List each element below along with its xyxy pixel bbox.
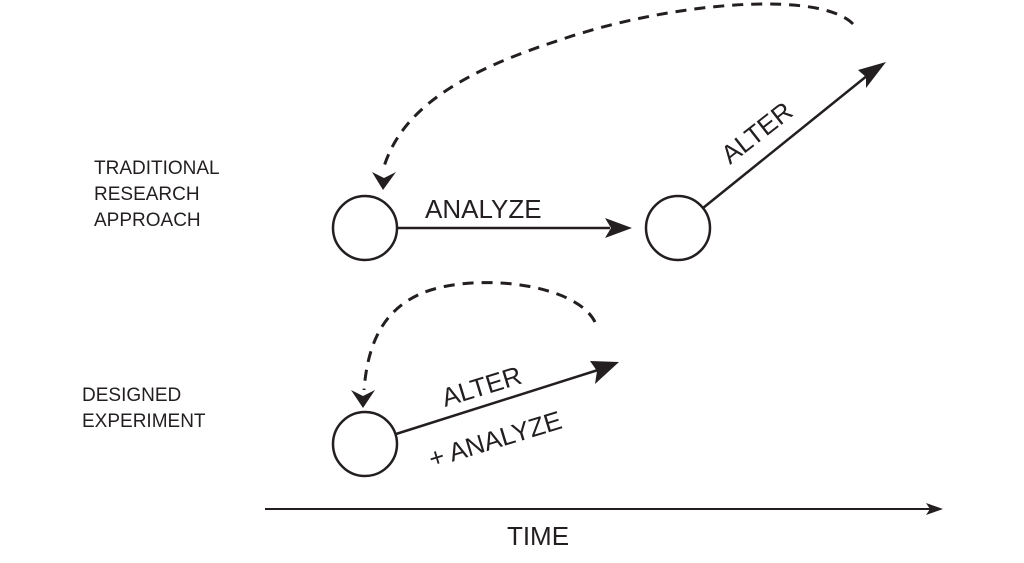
designed-start-node [331,410,399,478]
designed-alter-label: ALTER [438,360,525,413]
traditional-second-node [644,194,712,262]
designed-alter-arrowhead [590,361,619,384]
traditional-label-line-2: RESEARCH [94,184,200,205]
traditional-label-line-3: APPROACH [94,210,201,231]
traditional-start-node [331,194,399,262]
time-axis: TIME [265,503,943,551]
traditional-row: TRADITIONAL RESEARCH APPROACH ANALYZE AL… [94,2,886,262]
traditional-alter-label: ALTER [715,96,798,170]
analyze-arrowhead [605,218,632,238]
traditional-feedback-loop [381,2,855,171]
designed-row-label: DESIGNED EXPERIMENT [82,385,206,432]
traditional-feedback-arrowhead [372,172,396,190]
traditional-alter-arrowhead [858,62,886,88]
designed-analyze-label: + ANALYZE [425,405,565,474]
designed-label-line-2: EXPERIMENT [82,411,206,432]
designed-label-line-1: DESIGNED [82,385,181,406]
traditional-row-label: TRADITIONAL RESEARCH APPROACH [94,158,224,231]
time-axis-arrowhead [926,503,943,515]
designed-feedback-loop [362,281,597,391]
designed-alter-arrow-line [395,368,599,436]
designed-feedback-arrowhead [351,390,375,408]
traditional-alter-arrow-line [702,74,869,209]
traditional-label-line-1: TRADITIONAL [94,158,219,179]
designed-row: DESIGNED EXPERIMENT ALTER + ANALYZE [82,281,619,478]
analyze-label: ANALYZE [425,194,542,224]
time-axis-label: TIME [507,521,569,551]
